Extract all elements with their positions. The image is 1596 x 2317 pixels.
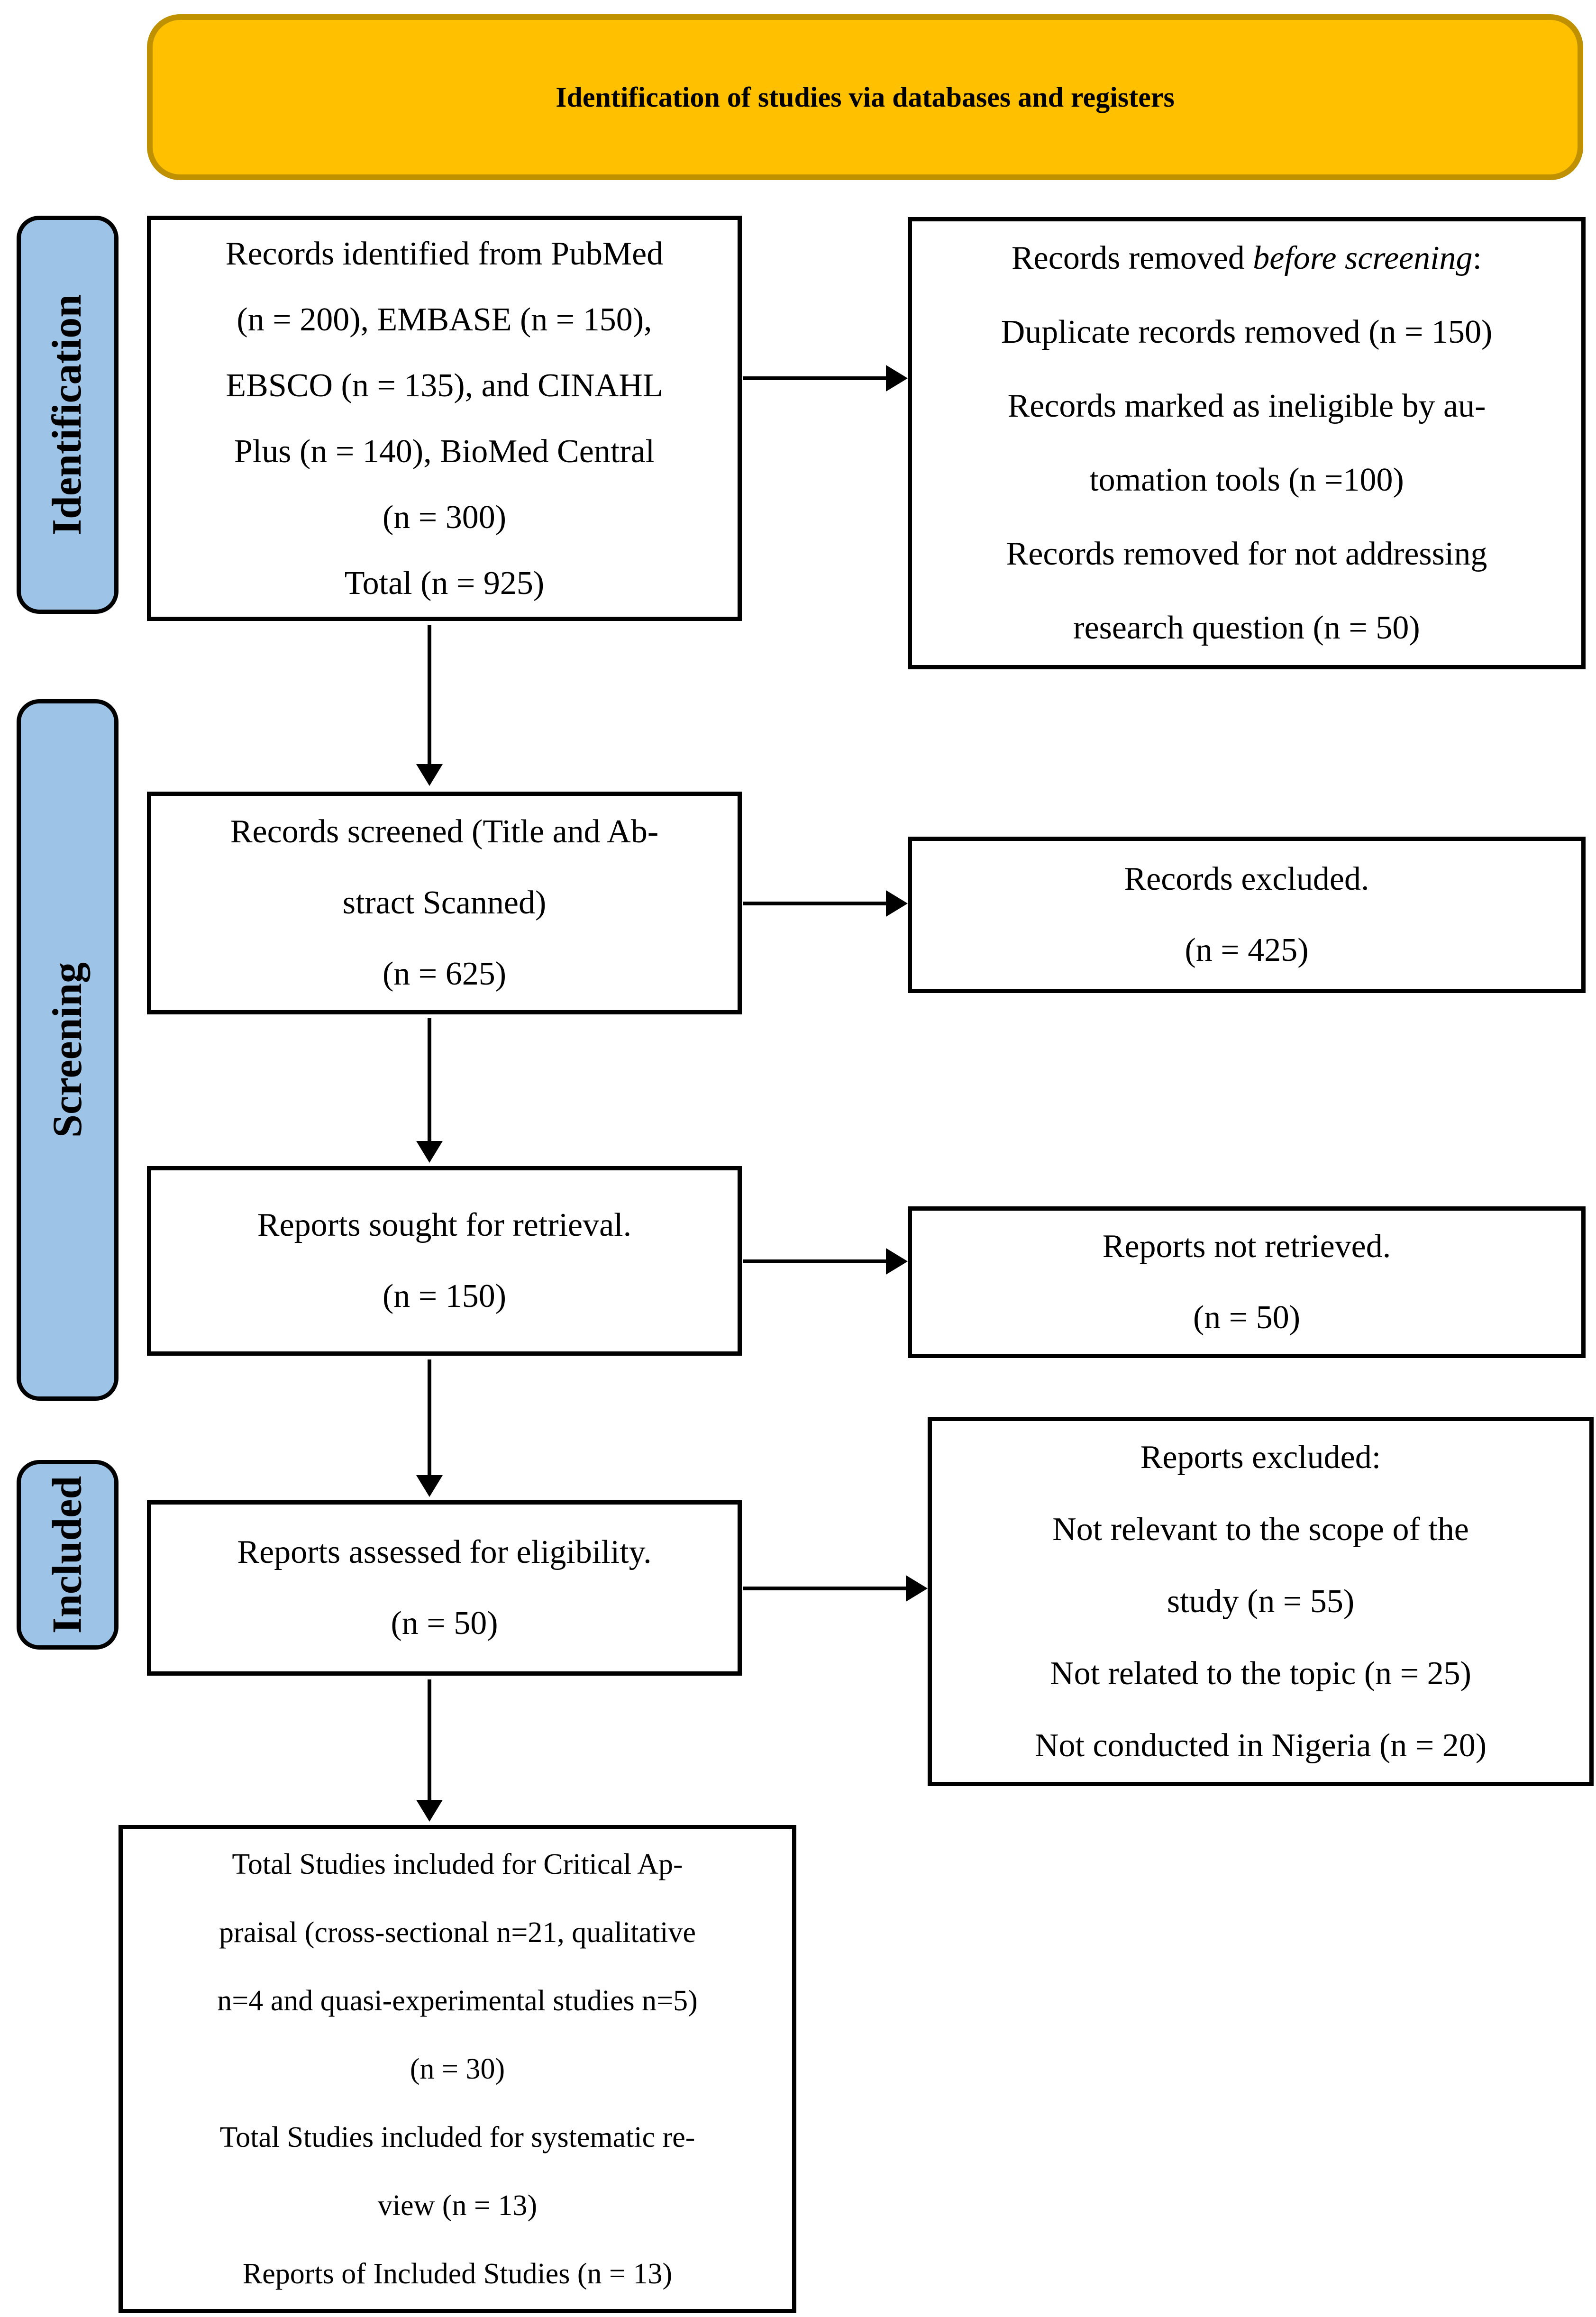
arrow-head — [416, 1800, 443, 1822]
stage-included: Included — [17, 1460, 119, 1650]
header-title: Identification of studies via databases … — [556, 81, 1175, 113]
arrow-assessed-to-included — [416, 1679, 443, 1822]
arrow-head — [416, 1475, 443, 1497]
box-reports-assessed-text: Reports assessed for eligibility. (n = 5… — [237, 1534, 652, 1642]
box-reports-sought-text: Reports sought for retrieval. (n = 150) — [257, 1207, 632, 1314]
arrow-head — [886, 1248, 908, 1275]
stage-screening-label: Screening — [44, 962, 91, 1138]
box-records-screened: Records screened (Title and Ab- stract S… — [147, 792, 742, 1014]
arrow-head — [886, 890, 908, 917]
records-removed-italic: before screening — [1253, 240, 1473, 276]
arrow-identified-to-screened — [416, 625, 443, 786]
box-reports-not-retrieved-text: Reports not retrieved. (n = 50) — [1102, 1228, 1391, 1336]
stage-screening: Screening — [17, 699, 119, 1401]
box-records-identified: Records identified from PubMed (n = 200)… — [147, 216, 742, 621]
arrow-line — [743, 376, 888, 380]
box-records-removed-text: Duplicate records removed (n = 150) Reco… — [1001, 314, 1493, 646]
header-banner: Identification of studies via databases … — [147, 14, 1583, 180]
arrow-head — [416, 764, 443, 786]
box-reports-not-retrieved: Reports not retrieved. (n = 50) — [908, 1206, 1586, 1358]
arrow-head — [886, 365, 908, 392]
arrow-line — [428, 1018, 431, 1143]
arrow-line — [428, 625, 431, 766]
arrow-sought-to-assessed — [416, 1359, 443, 1497]
stage-included-label: Included — [44, 1476, 91, 1634]
box-studies-included-text: Total Studies included for Critical Ap- … — [217, 1848, 698, 2290]
box-records-excluded-text: Records excluded. (n = 425) — [1124, 861, 1369, 968]
arrow-assessed-to-reports-excluded — [743, 1575, 928, 1602]
arrow-head — [416, 1141, 443, 1163]
box-reports-sought: Reports sought for retrieval. (n = 150) — [147, 1166, 742, 1356]
records-removed-suffix: : — [1472, 240, 1482, 276]
arrow-line — [743, 1259, 888, 1263]
box-records-excluded: Records excluded. (n = 425) — [908, 837, 1586, 993]
box-studies-included: Total Studies included for Critical Ap- … — [119, 1825, 796, 2313]
box-records-removed: Records removed before screening: Duplic… — [908, 217, 1586, 669]
arrow-head — [906, 1575, 928, 1602]
box-reports-assessed: Reports assessed for eligibility. (n = 5… — [147, 1500, 742, 1676]
stage-identification: Identification — [17, 216, 119, 614]
box-records-screened-text: Records screened (Title and Ab- stract S… — [230, 813, 659, 992]
arrow-identified-to-removed — [743, 365, 908, 392]
arrow-sought-to-not-retrieved — [743, 1248, 908, 1275]
box-records-removed-heading: Records removed before screening: — [1012, 221, 1482, 295]
arrow-line — [743, 1587, 908, 1590]
arrow-line — [428, 1359, 431, 1477]
arrow-line — [428, 1679, 431, 1802]
stage-identification-label: Identification — [44, 294, 91, 536]
arrow-screened-to-sought — [416, 1018, 443, 1163]
box-reports-excluded-text: Reports excluded: Not relevant to the sc… — [1034, 1439, 1487, 1764]
box-records-identified-text: Records identified from PubMed (n = 200)… — [225, 235, 664, 602]
arrow-screened-to-excluded — [743, 890, 908, 917]
arrow-line — [743, 902, 888, 905]
records-removed-prefix: Records removed — [1011, 240, 1253, 276]
box-reports-excluded: Reports excluded: Not relevant to the sc… — [928, 1417, 1594, 1786]
